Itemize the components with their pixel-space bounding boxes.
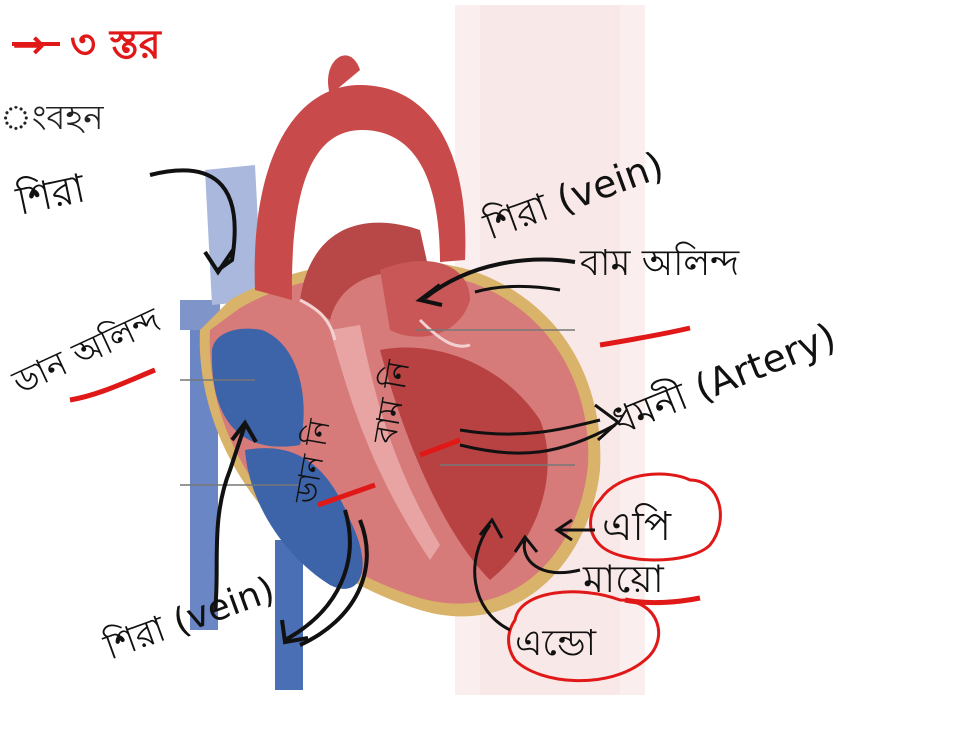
vein-bottom-left-label: শিরা (vein) [98, 568, 280, 669]
left-atrium-label: বাম অলিন্দ [579, 242, 740, 284]
endo-label: এন্ডো [515, 623, 597, 664]
vein-top-left-label: শিরা [11, 164, 90, 225]
epi-label: এপি [602, 503, 672, 550]
right-atrium-label: ডান অলিন্দ [6, 300, 167, 404]
descending-vessel [275, 540, 303, 690]
typed-heading-fragment: ংবহন [0, 92, 104, 149]
header-title: ৩ স্তর [70, 22, 163, 68]
